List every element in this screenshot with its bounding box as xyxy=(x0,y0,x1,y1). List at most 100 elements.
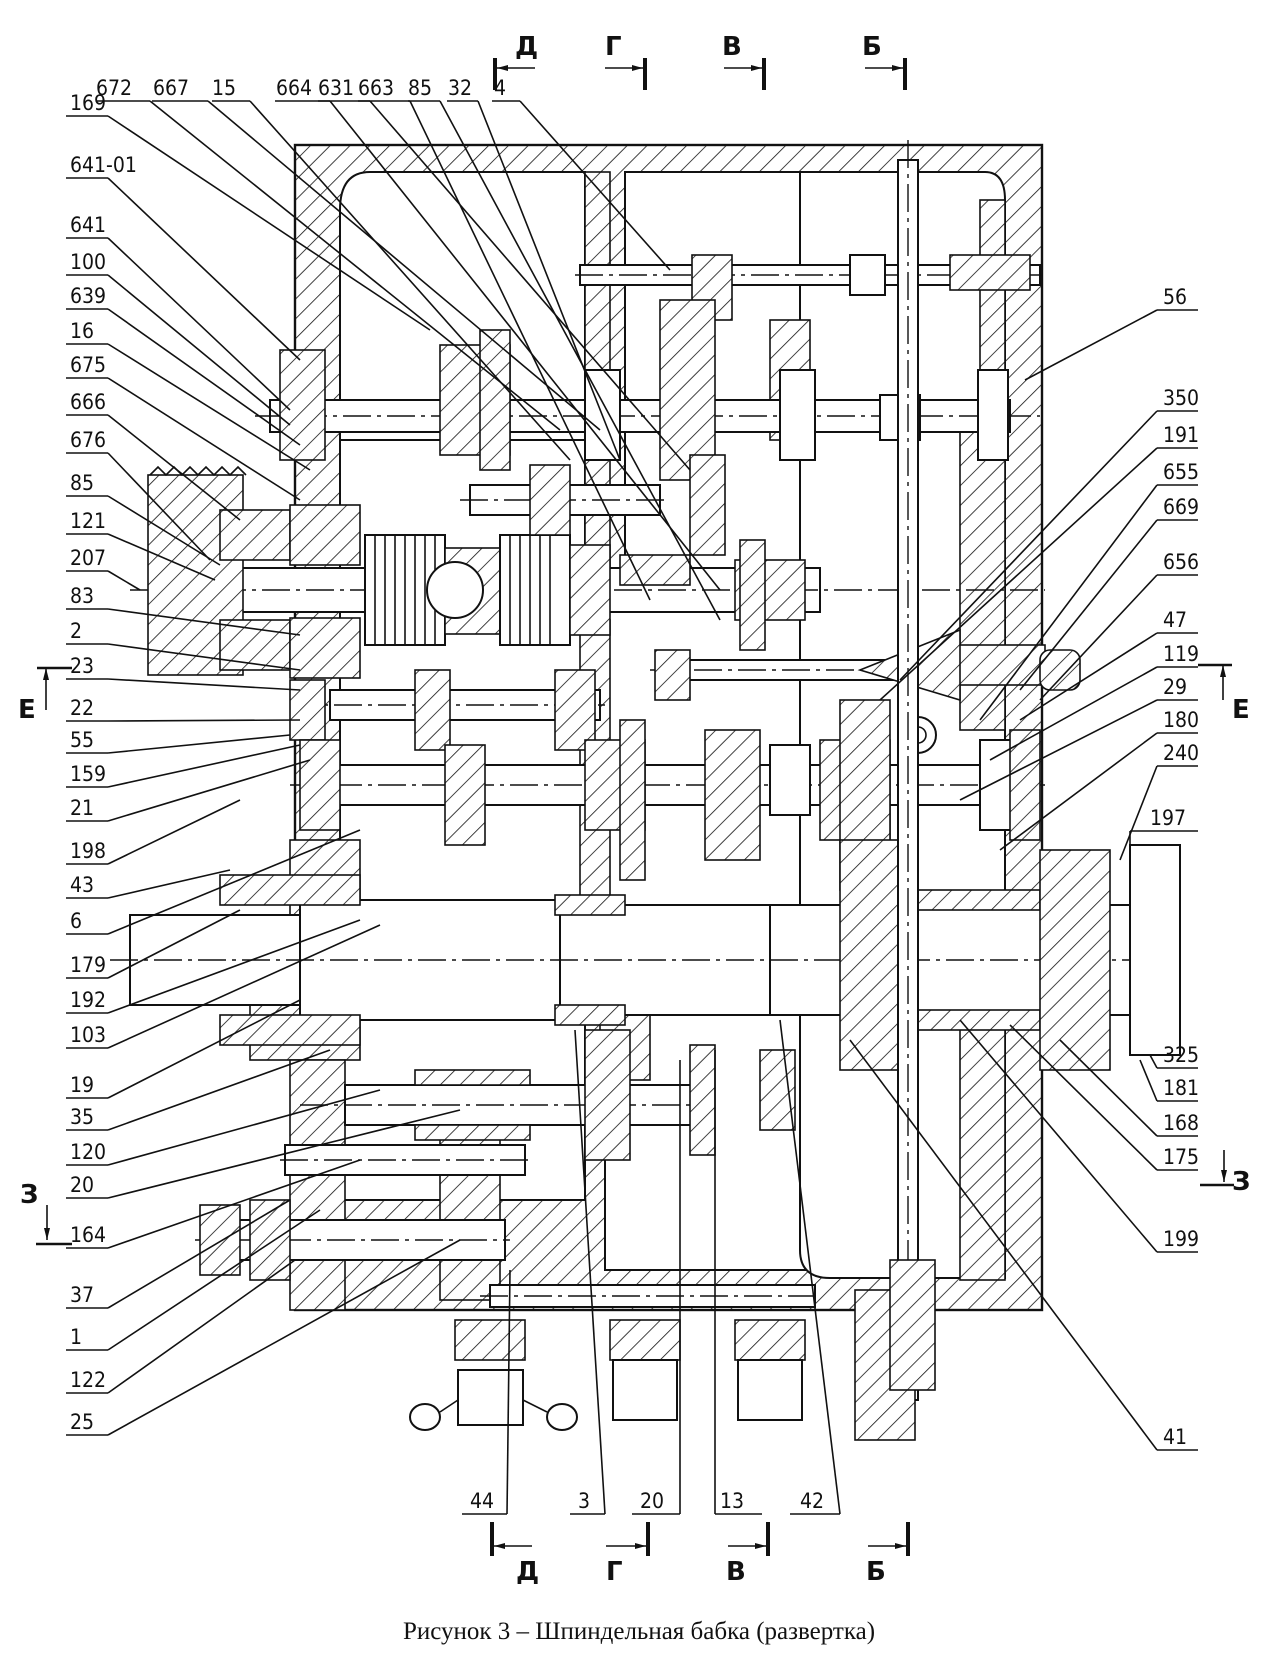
leader-line xyxy=(409,100,651,601)
callout: 16 xyxy=(66,319,311,471)
callout: 159 xyxy=(66,744,301,788)
leader-line xyxy=(107,759,311,822)
shaft-input-upper xyxy=(255,299,1040,556)
callout: 350 xyxy=(899,386,1199,681)
callout-label: 672 xyxy=(96,76,132,100)
section-marker-d-top: Д xyxy=(493,32,538,90)
section-marker-z-right: З xyxy=(1200,1150,1250,1197)
callout-label: 103 xyxy=(70,1023,106,1047)
section-marker-z-left: З xyxy=(20,1180,72,1246)
section-marker-b-bottom: Б xyxy=(866,1522,910,1587)
callout: 1 xyxy=(66,1209,321,1351)
leader-line xyxy=(779,1019,841,1515)
callout-label: 197 xyxy=(1150,806,1186,830)
shaft-lower-4 xyxy=(480,1284,820,1308)
callout: 56 xyxy=(1024,285,1198,381)
section-label: З xyxy=(20,1180,38,1210)
section-marker-v-bottom: В xyxy=(726,1522,770,1587)
leader-line xyxy=(107,1089,381,1166)
section-label: Г xyxy=(606,1557,623,1587)
callout-label: 198 xyxy=(70,839,106,863)
leader-line xyxy=(107,999,301,1099)
callout: 37 xyxy=(66,1199,291,1309)
leader-line xyxy=(107,1109,461,1199)
friction-discs-right xyxy=(499,534,571,646)
callout: 103 xyxy=(66,924,381,1049)
callout-label: 180 xyxy=(1163,708,1199,732)
leader-line xyxy=(107,1259,296,1394)
callout: 663 xyxy=(358,76,651,601)
leader-line xyxy=(107,177,301,361)
leader-line xyxy=(477,100,621,461)
leader-line xyxy=(369,100,691,471)
leader-line xyxy=(107,495,221,566)
callout: 181 xyxy=(1139,1059,1199,1102)
callout: 6 xyxy=(66,829,361,935)
callout-label: 43 xyxy=(70,873,94,897)
leader-line xyxy=(107,643,301,671)
leader-line xyxy=(107,678,301,691)
handle-fitting xyxy=(409,1319,578,1431)
main-spindle xyxy=(110,839,1181,1071)
section-label: Д xyxy=(515,32,538,62)
callout: 83 xyxy=(66,584,301,636)
leader-line xyxy=(107,570,141,591)
callout-label: 122 xyxy=(70,1368,106,1392)
callout: 22 xyxy=(66,696,301,722)
leader-line xyxy=(959,1019,1158,1253)
leader-line xyxy=(999,732,1158,851)
plug-fitting-2 xyxy=(734,1319,806,1421)
callout-label: 25 xyxy=(70,1410,94,1434)
leader-line xyxy=(107,414,241,521)
callout-label: 164 xyxy=(70,1223,106,1247)
callout-label: 192 xyxy=(70,988,106,1012)
callout: 164 xyxy=(66,1159,361,1249)
callout: 85 xyxy=(66,471,221,566)
leader-line xyxy=(574,1029,606,1515)
callout-label: 325 xyxy=(1163,1043,1199,1067)
leader-line xyxy=(107,533,216,581)
shaft-clutch xyxy=(130,465,1045,679)
callout: 664 xyxy=(275,76,721,591)
callout-label: 207 xyxy=(70,546,106,570)
leader-line xyxy=(879,447,1158,701)
callout-label: 1 xyxy=(70,1325,82,1349)
callout-label: 56 xyxy=(1163,285,1187,309)
callout-label: 181 xyxy=(1163,1076,1199,1100)
section-label: Б xyxy=(866,1557,886,1587)
section-label: З xyxy=(1232,1167,1250,1197)
leader-line xyxy=(107,452,211,561)
callout: 23 xyxy=(66,654,301,691)
callout-label: 2 xyxy=(70,619,82,643)
callout: 676 xyxy=(66,428,211,561)
callout-label: 676 xyxy=(70,428,106,452)
section-marker-e-right: Е xyxy=(1198,663,1250,725)
callout-label: 23 xyxy=(70,654,94,678)
callout-label: 120 xyxy=(70,1140,106,1164)
section-label: В xyxy=(726,1557,746,1587)
leader-line xyxy=(107,799,241,865)
leader-line xyxy=(107,744,301,788)
section-label: Г xyxy=(605,32,622,62)
callout-label: 191 xyxy=(1163,423,1199,447)
leader-line xyxy=(107,919,361,1014)
callout-label: 639 xyxy=(70,284,106,308)
leader-line xyxy=(107,377,301,501)
callout: 120 xyxy=(66,1089,381,1166)
callout-label: 169 xyxy=(70,91,106,115)
callout: 672 xyxy=(96,76,561,431)
callout-label: 159 xyxy=(70,762,106,786)
callout-label: 641-01 xyxy=(70,153,137,177)
callout-label: 85 xyxy=(70,471,94,495)
callout-label: 656 xyxy=(1163,550,1199,574)
callout: 198 xyxy=(66,799,241,865)
section-label: Е xyxy=(18,695,36,725)
callout: 669 xyxy=(1019,495,1199,691)
leader-line xyxy=(107,734,291,754)
leader-line xyxy=(506,1269,511,1515)
callout-label: 179 xyxy=(70,953,106,977)
callout-label: 16 xyxy=(70,319,94,343)
callout-label: 13 xyxy=(720,1489,744,1513)
callout: 667 xyxy=(152,76,601,431)
leader-line xyxy=(107,237,291,411)
